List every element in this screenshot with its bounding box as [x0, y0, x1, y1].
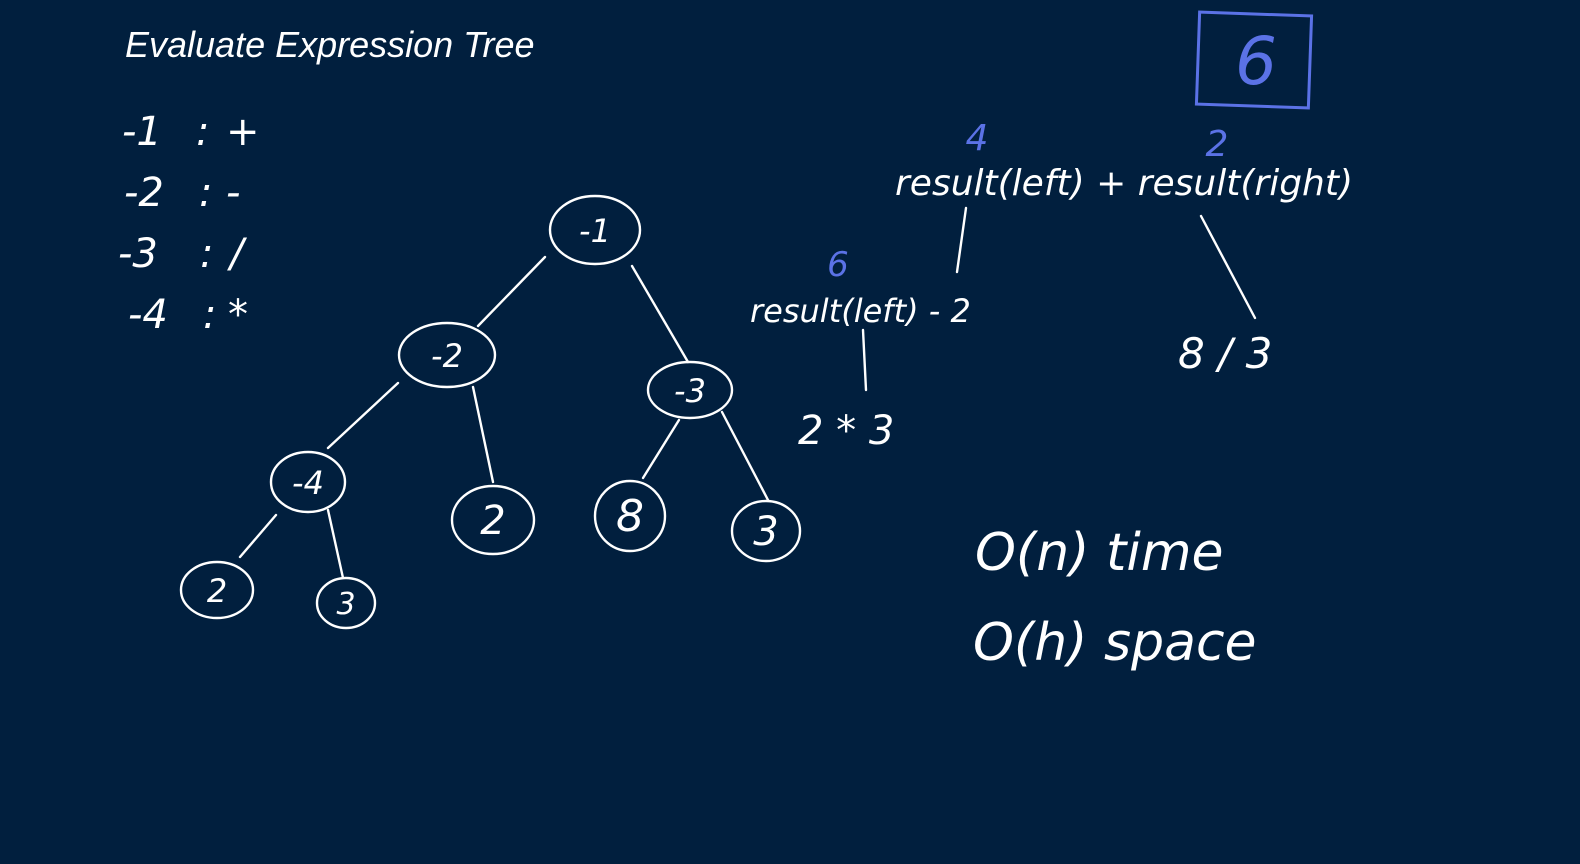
tree-edge	[326, 508, 345, 580]
tree-edge	[471, 385, 495, 484]
right-expression: 8 / 3	[1178, 329, 1272, 378]
legend-separator: :	[203, 292, 216, 338]
node-circle	[315, 576, 377, 630]
tree-node: -3	[646, 360, 734, 420]
node-label: -2	[431, 337, 463, 375]
legend-row: -3 : /	[118, 231, 248, 277]
left-left-expression: 2 * 3	[798, 408, 894, 454]
node-circle	[593, 479, 667, 553]
legend-operator: +	[226, 109, 260, 155]
connector-line	[955, 206, 968, 274]
node-label: 3	[753, 509, 778, 555]
node-circle	[450, 484, 536, 556]
tree-node: -1	[548, 194, 642, 266]
answer-box	[1194, 10, 1314, 110]
node-label: -1	[579, 212, 611, 250]
legend-operator: /	[227, 231, 248, 277]
left-left-result-value: 6	[827, 245, 849, 285]
tree-node: 2	[450, 484, 536, 556]
node-label: 2	[480, 498, 505, 544]
node-label: 2	[207, 572, 227, 610]
tree-node: 3	[730, 499, 802, 563]
tree-edge	[720, 410, 770, 502]
tree-node: 3	[315, 576, 377, 630]
legend-row: -2 : -	[124, 170, 240, 216]
tree-edge	[641, 418, 681, 480]
node-circle	[646, 360, 734, 420]
node-label: 3	[336, 587, 355, 622]
root-expression: result(left) + result(right)	[895, 163, 1353, 204]
expression-tree: -1 -2 -3 -4 2 8 3 2	[179, 194, 802, 630]
left-result-value: 4	[966, 118, 989, 159]
complexity-notes: O(n) time O(h) space	[973, 523, 1257, 673]
tree-node: -4	[269, 450, 347, 514]
connector-line	[861, 328, 868, 392]
operator-legend: -1 : + -2 : - -3 : / -4 : *	[118, 109, 260, 338]
legend-code: -4	[128, 292, 168, 338]
final-answer: 6	[1235, 23, 1277, 100]
node-label: -4	[292, 464, 324, 502]
evaluation-notes: 6 4 2 result(left) + result(right) 6 res…	[750, 10, 1353, 454]
legend-row: -1 : +	[122, 109, 260, 155]
legend-operator: -	[226, 170, 240, 216]
node-label: -3	[674, 372, 706, 410]
node-label: 8	[616, 491, 644, 542]
tree-node: -2	[397, 321, 497, 389]
node-circle	[397, 321, 497, 389]
node-circle	[730, 499, 802, 563]
legend-operator: *	[228, 292, 248, 338]
space-complexity: O(h) space	[973, 613, 1257, 673]
right-result-value: 2	[1206, 124, 1229, 165]
legend-code: -1	[122, 109, 162, 155]
tree-edge	[326, 381, 400, 450]
time-complexity: O(n) time	[975, 523, 1223, 583]
node-circle	[269, 450, 347, 514]
tree-edge	[476, 255, 547, 328]
tree-node: 8	[593, 479, 667, 553]
legend-row: -4 : *	[128, 292, 248, 338]
connector-line	[1199, 214, 1257, 320]
node-circle	[179, 560, 255, 620]
legend-code: -3	[118, 231, 158, 277]
legend-separator: :	[200, 231, 213, 277]
left-expression: result(left) - 2	[750, 292, 971, 330]
tree-edge	[238, 513, 278, 559]
page-title: Evaluate Expression Tree	[125, 24, 535, 65]
tree-edge	[630, 264, 690, 364]
legend-separator: :	[199, 170, 212, 216]
legend-code: -2	[124, 170, 164, 216]
node-circle	[548, 194, 642, 266]
legend-separator: :	[196, 109, 209, 155]
tree-node: 2	[179, 560, 255, 620]
tree-edges	[238, 255, 770, 580]
